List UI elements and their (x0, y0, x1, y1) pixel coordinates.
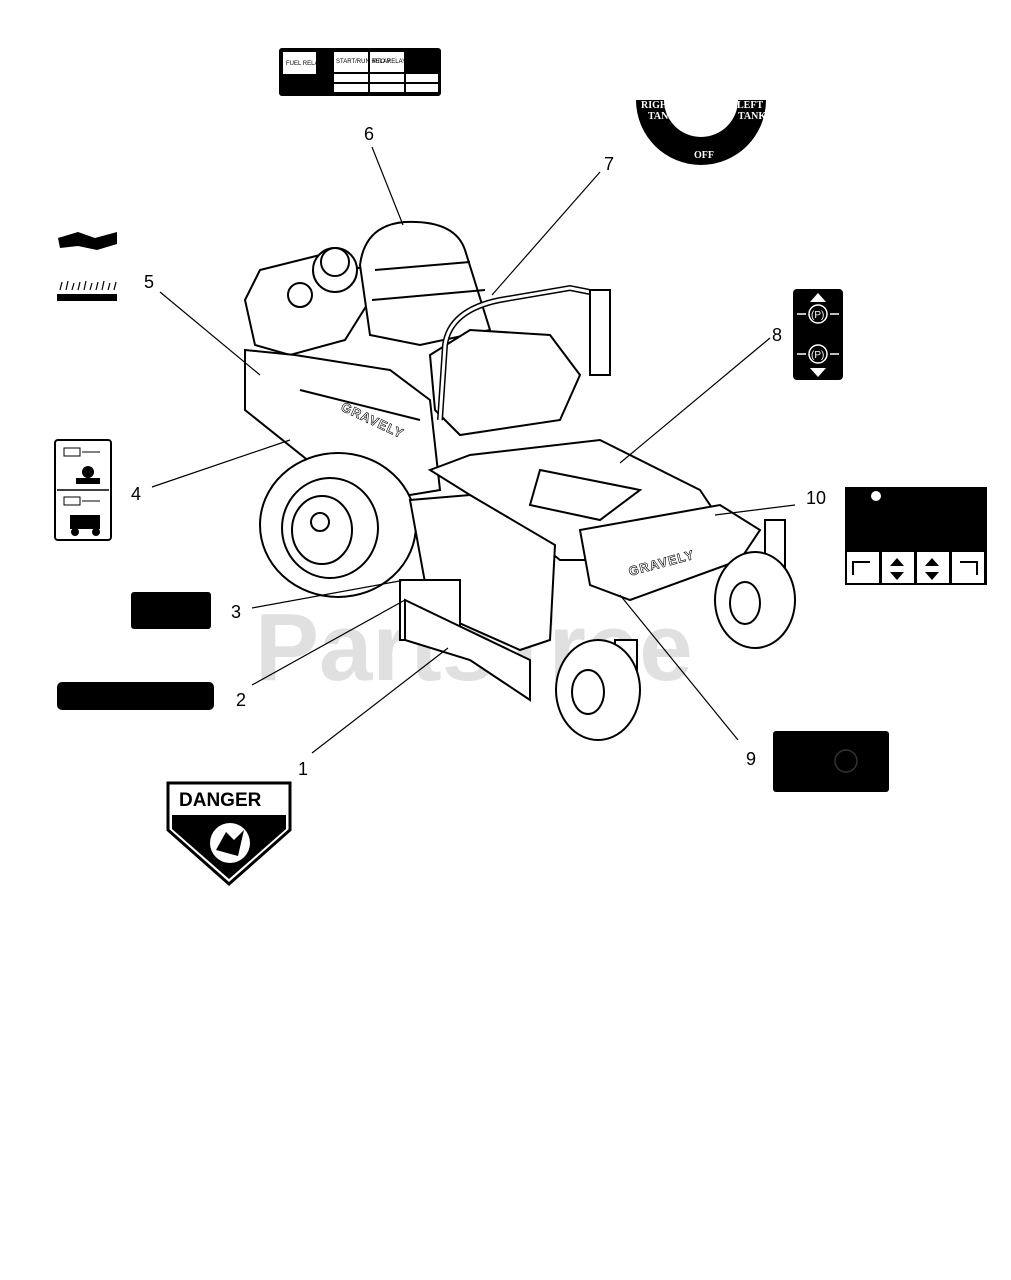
left-tank-label: LEFT (737, 100, 763, 111)
fuel-tank-decal[interactable]: RIGHT TANK LEFT TANK OFF (636, 100, 766, 165)
callout-3: 3 (231, 602, 241, 622)
forward-right-icon (960, 561, 978, 575)
decal-2[interactable] (57, 682, 214, 710)
throttle-icon (871, 491, 881, 501)
danger-title: DANGER (179, 790, 262, 811)
left-tank-label-2: TANK (738, 111, 766, 122)
park-symbol-1: (P) (811, 310, 824, 321)
decal-9[interactable] (773, 731, 889, 792)
relay-cell-pto: PTO RELAY (373, 59, 406, 65)
forward-left-icon (852, 561, 870, 575)
arrow-down-icon (810, 368, 826, 377)
callout-7: 7 (604, 154, 614, 174)
safety-instruction-decal[interactable] (54, 439, 112, 541)
callout-5: 5 (144, 272, 154, 292)
relay-cell-fuel: FUEL RELAY (286, 61, 322, 67)
callout-6: 6 (364, 124, 374, 144)
arrow-up-small-icon (890, 558, 904, 566)
mower-illustration: GRAVELY GRAVELY (243, 220, 796, 741)
leader-lines (151, 146, 796, 754)
hand-cut-icon (216, 830, 244, 856)
callout-2: 2 (236, 690, 246, 710)
relay-cell-start-run: START/RUN RELAY (336, 59, 391, 65)
callout-10: 10 (806, 488, 826, 508)
callout-1: 1 (298, 759, 308, 779)
arrow-down-small-icon (890, 572, 904, 580)
relay-decal[interactable]: FUEL RELAY START/RUN RELAY PTO RELAY (279, 48, 441, 96)
park-symbol-2: (P) (811, 350, 824, 361)
hand-icon (58, 232, 117, 250)
right-tank-label-2: TANK (648, 111, 676, 122)
parking-brake-decal[interactable]: (P) (P) (793, 289, 843, 380)
right-tank-label: RIGHT (641, 100, 675, 111)
control-decal[interactable] (845, 487, 987, 585)
hand-hazard-decal[interactable] (57, 232, 117, 301)
decal-3[interactable] (131, 592, 211, 629)
grass-icon (57, 294, 117, 301)
callout-9: 9 (746, 749, 756, 769)
danger-decal[interactable]: DANGER (166, 781, 292, 887)
callout-4: 4 (131, 484, 141, 504)
arrow-up-icon (810, 293, 826, 302)
off-label: OFF (694, 150, 714, 161)
callout-8: 8 (772, 325, 782, 345)
